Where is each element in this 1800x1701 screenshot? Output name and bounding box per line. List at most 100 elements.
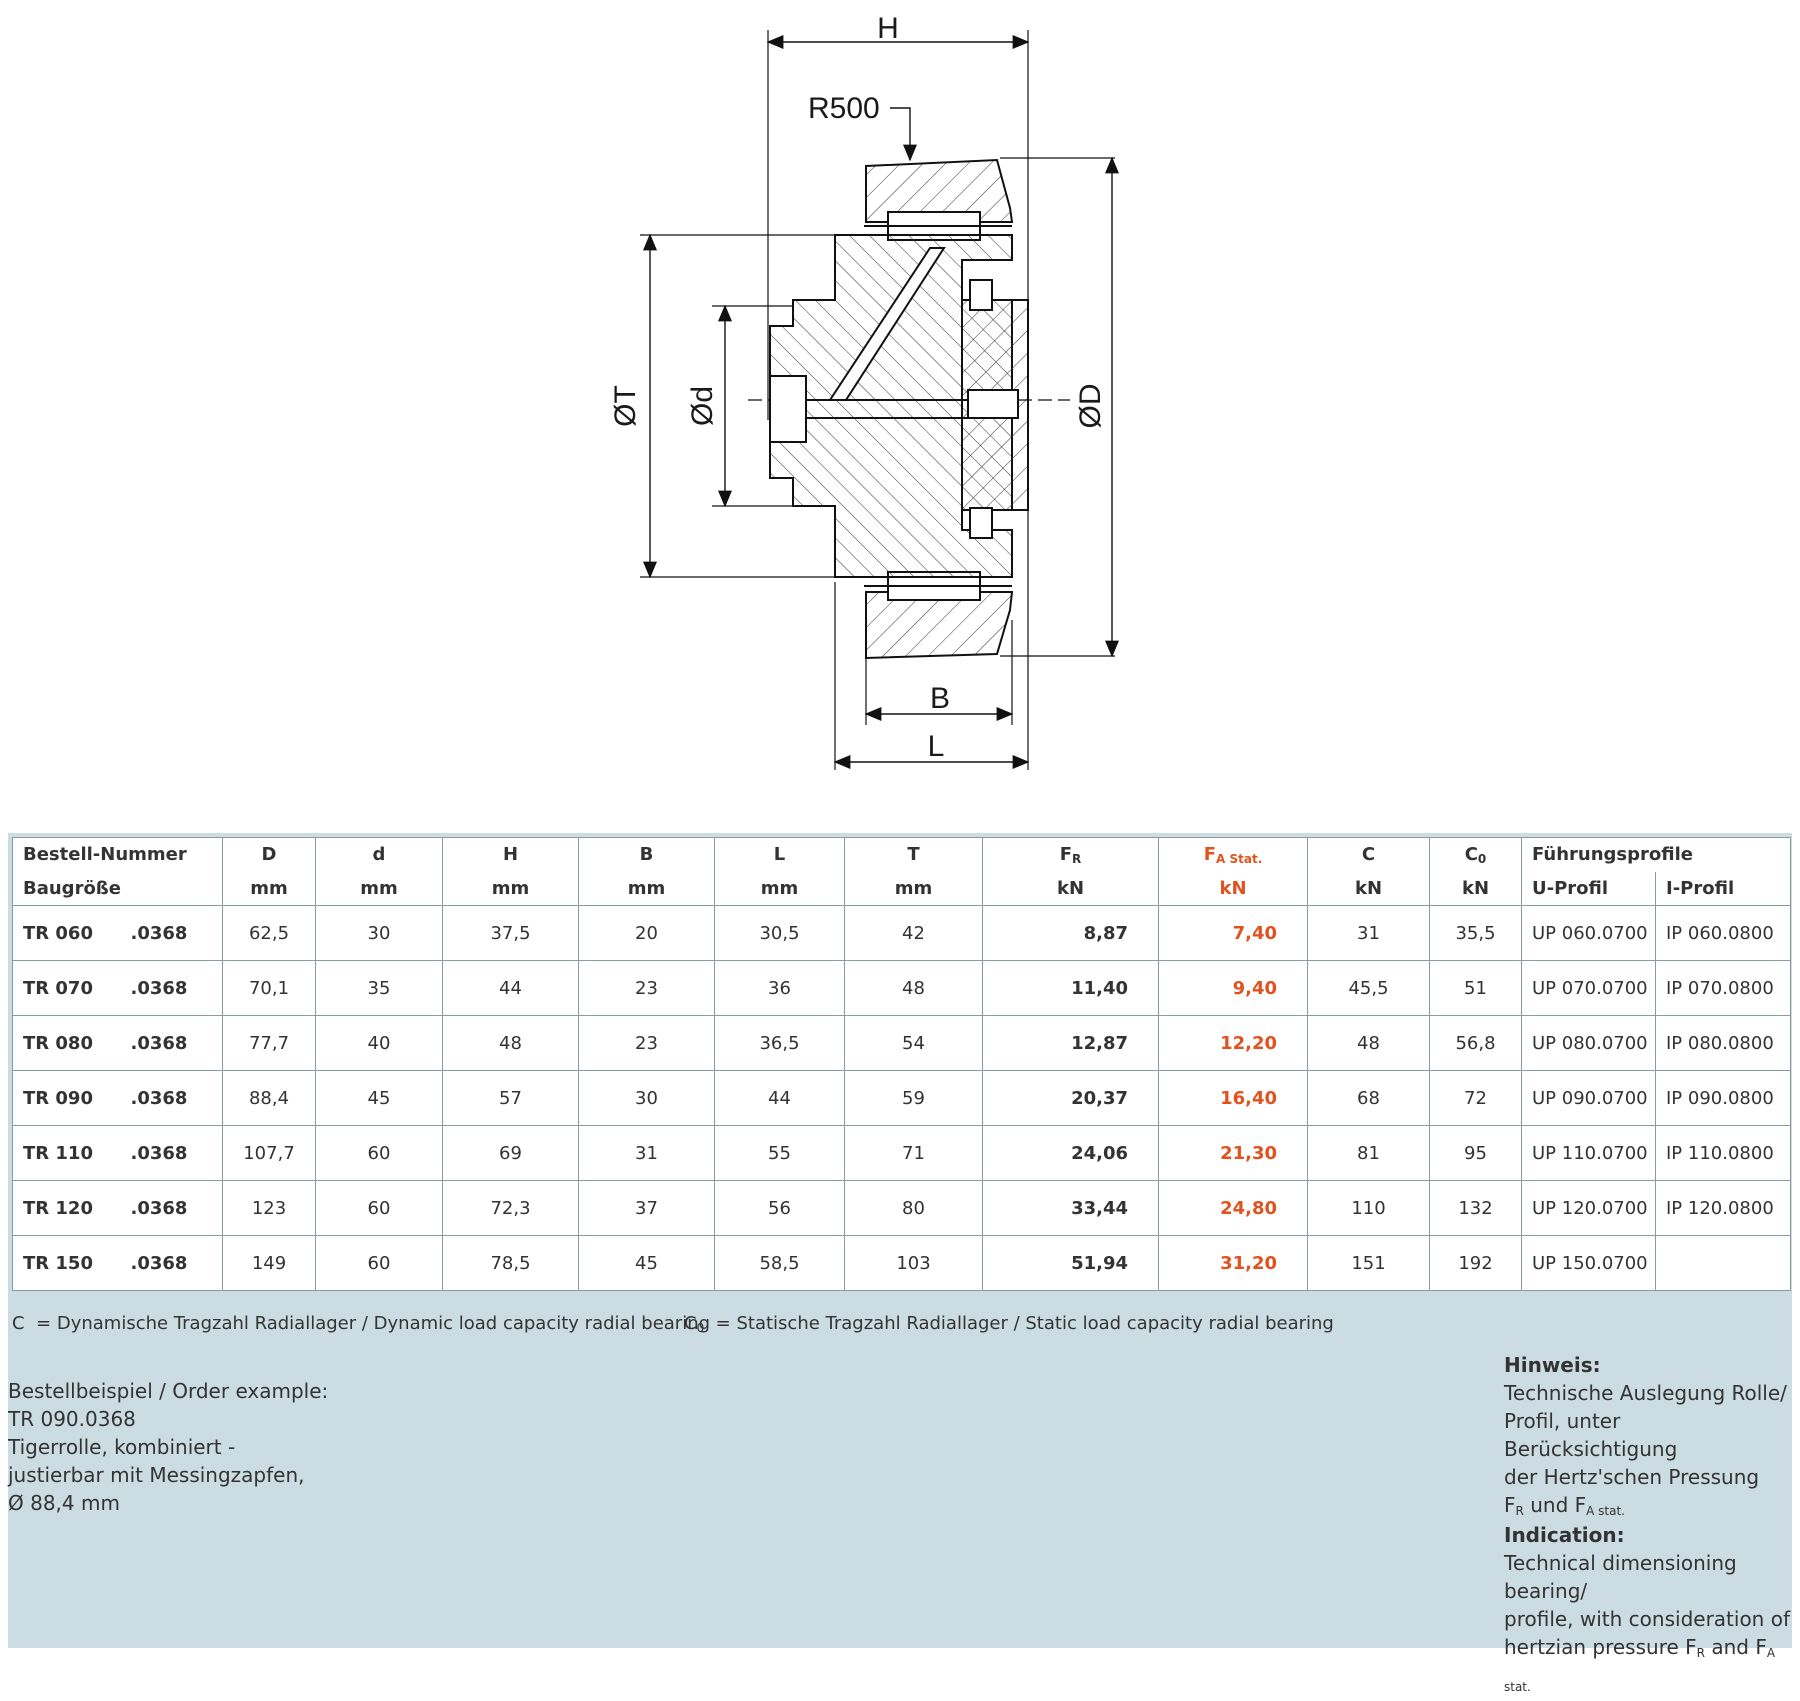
- cell-U-profile: UP 080.0700: [1521, 1015, 1656, 1071]
- cell-d: 60: [315, 1180, 443, 1236]
- cell-I-profile: IP 110.0800: [1654, 1125, 1792, 1181]
- label-R500: R500: [808, 92, 880, 125]
- cell-L: 36: [714, 960, 845, 1016]
- cell-L: 58,5: [714, 1235, 845, 1291]
- cell-H: 57: [442, 1070, 579, 1126]
- unit-D: mm: [222, 871, 316, 906]
- cell-I-profile: IP 070.0800: [1654, 960, 1792, 1016]
- cell-L: 44: [714, 1070, 845, 1126]
- hint-german: Hinweis: Technische Auslegung Rolle/ Pro…: [1504, 1353, 1787, 1518]
- cell-size: TR 090: [12, 1070, 121, 1126]
- cell-I-profile: IP 080.0800: [1654, 1015, 1792, 1071]
- header-profiles: Führungsprofile: [1520, 837, 1792, 872]
- cell-D: 149: [222, 1235, 316, 1291]
- cell-H: 78,5: [442, 1235, 579, 1291]
- unit-FA: kN: [1158, 871, 1308, 906]
- header-L: L: [714, 837, 845, 872]
- header-size: Baugröße: [12, 871, 121, 906]
- cell-FA: 9,40: [1158, 960, 1308, 1016]
- cell-code: .0368: [120, 1015, 223, 1071]
- cell-B: 23: [578, 960, 715, 1016]
- cell-size: TR 070: [12, 960, 121, 1016]
- header-C0: C0: [1429, 837, 1522, 872]
- cell-U-profile: UP 060.0700: [1521, 905, 1656, 961]
- cell-code: .0368: [120, 1070, 223, 1126]
- cell-U-profile: UP 070.0700: [1521, 960, 1656, 1016]
- cell-FR: 20,37: [982, 1070, 1159, 1126]
- cell-FR: 11,40: [982, 960, 1159, 1016]
- cell-code: .0368: [120, 960, 223, 1016]
- cell-size: TR 150: [12, 1235, 121, 1291]
- cell-C0: 132: [1429, 1180, 1522, 1236]
- cell-T: 80: [844, 1180, 983, 1236]
- unit-H: mm: [442, 871, 579, 906]
- cell-D: 70,1: [222, 960, 316, 1016]
- center-bore: [769, 375, 807, 443]
- unit-B: mm: [578, 871, 715, 906]
- cell-C0: 35,5: [1429, 905, 1522, 961]
- cell-U-profile: UP 110.0700: [1521, 1125, 1656, 1181]
- technical-drawing: H R500 ØT Ød ØD B L: [609, 12, 1119, 770]
- cell-D: 123: [222, 1180, 316, 1236]
- hint-english: Indication: Technical dimensioning beari…: [1504, 1523, 1790, 1694]
- header-d: d: [315, 837, 443, 872]
- cell-H: 37,5: [442, 905, 579, 961]
- unit-C: kN: [1307, 871, 1430, 906]
- cell-T: 59: [844, 1070, 983, 1126]
- header-FA: FA Stat.: [1158, 837, 1308, 872]
- cell-B: 37: [578, 1180, 715, 1236]
- cell-C0: 192: [1429, 1235, 1522, 1291]
- legend-c0: C0 = Statische Tragzahl Radiallager / St…: [684, 1313, 1334, 1335]
- cell-T: 54: [844, 1015, 983, 1071]
- cell-FR: 33,44: [982, 1180, 1159, 1236]
- cell-FA: 31,20: [1158, 1235, 1308, 1291]
- outer-ring-bottom: [865, 591, 1014, 660]
- cell-I-profile: IP 090.0800: [1654, 1070, 1792, 1126]
- cell-C: 151: [1307, 1235, 1430, 1291]
- cell-D: 62,5: [222, 905, 316, 961]
- cell-T: 42: [844, 905, 983, 961]
- cell-C: 81: [1307, 1125, 1430, 1181]
- header-FR: FR: [982, 837, 1159, 872]
- cell-I-profile: IP 120.0800: [1654, 1180, 1792, 1236]
- header-D: D: [222, 837, 316, 872]
- cell-size: TR 120: [12, 1180, 121, 1236]
- cell-C: 110: [1307, 1180, 1430, 1236]
- cell-code: .0368: [120, 1180, 223, 1236]
- cell-FA: 7,40: [1158, 905, 1308, 961]
- cell-FR: 51,94: [982, 1235, 1159, 1291]
- table-header-row-1: Bestell-Nummer D d H B L T FR FA Stat. C…: [12, 837, 1792, 872]
- cell-H: 44: [442, 960, 579, 1016]
- cell-U-profile: UP 090.0700: [1521, 1070, 1656, 1126]
- cell-L: 30,5: [714, 905, 845, 961]
- cell-C: 31: [1307, 905, 1430, 961]
- cell-C0: 56,8: [1429, 1015, 1522, 1071]
- cell-FA: 16,40: [1158, 1070, 1308, 1126]
- cell-B: 20: [578, 905, 715, 961]
- header-T: T: [844, 837, 983, 872]
- cell-H: 69: [442, 1125, 579, 1181]
- cell-H: 48: [442, 1015, 579, 1071]
- label-L: L: [928, 730, 945, 763]
- header-U-profile: U-Profil: [1521, 871, 1656, 906]
- cell-T: 103: [844, 1235, 983, 1291]
- cell-C0: 51: [1429, 960, 1522, 1016]
- label-D: ØD: [1074, 384, 1107, 429]
- cell-D: 88,4: [222, 1070, 316, 1126]
- label-d: Ød: [686, 386, 719, 426]
- cell-code: .0368: [120, 905, 223, 961]
- cell-C: 68: [1307, 1070, 1430, 1126]
- shaft-body: [769, 234, 1013, 578]
- cell-U-profile: UP 120.0700: [1521, 1180, 1656, 1236]
- spec-table: Bestell-Nummer D d H B L T FR FA Stat. C…: [12, 837, 1792, 1291]
- cell-I-profile: [1654, 1235, 1792, 1291]
- cell-T: 48: [844, 960, 983, 1016]
- label-B: B: [930, 682, 950, 715]
- label-T: ØT: [609, 385, 642, 427]
